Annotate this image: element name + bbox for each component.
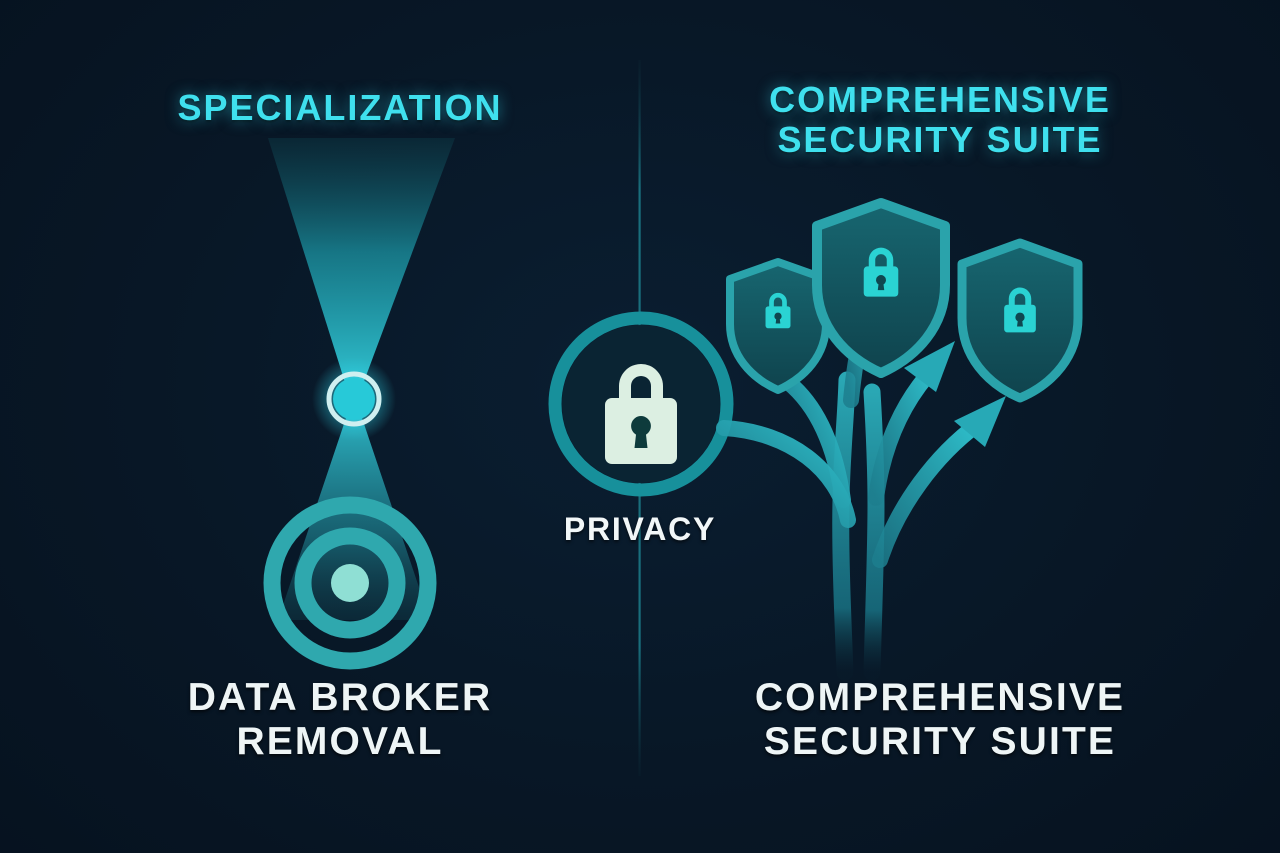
focus-dot bbox=[312, 357, 396, 441]
shield-center bbox=[812, 198, 950, 378]
padlock-icon bbox=[605, 364, 677, 464]
target-rings bbox=[263, 496, 437, 670]
lock-icon bbox=[863, 247, 899, 297]
shield-right bbox=[957, 238, 1083, 403]
lock-icon bbox=[1004, 287, 1036, 333]
right-caption: COMPREHENSIVE SECURITY SUITE bbox=[754, 676, 1126, 763]
shield-left bbox=[726, 258, 830, 394]
lock-icon bbox=[765, 292, 791, 329]
privacy-caption: PRIVACY bbox=[563, 511, 717, 547]
arrow-head-upper bbox=[904, 341, 955, 392]
left-caption: DATA BROKER REMOVAL bbox=[187, 676, 493, 763]
arrow-head-lower bbox=[954, 396, 1006, 447]
right-heading: COMPREHENSIVE SECURITY SUITE bbox=[769, 79, 1111, 161]
left-heading: SPECIALIZATION bbox=[177, 87, 503, 128]
